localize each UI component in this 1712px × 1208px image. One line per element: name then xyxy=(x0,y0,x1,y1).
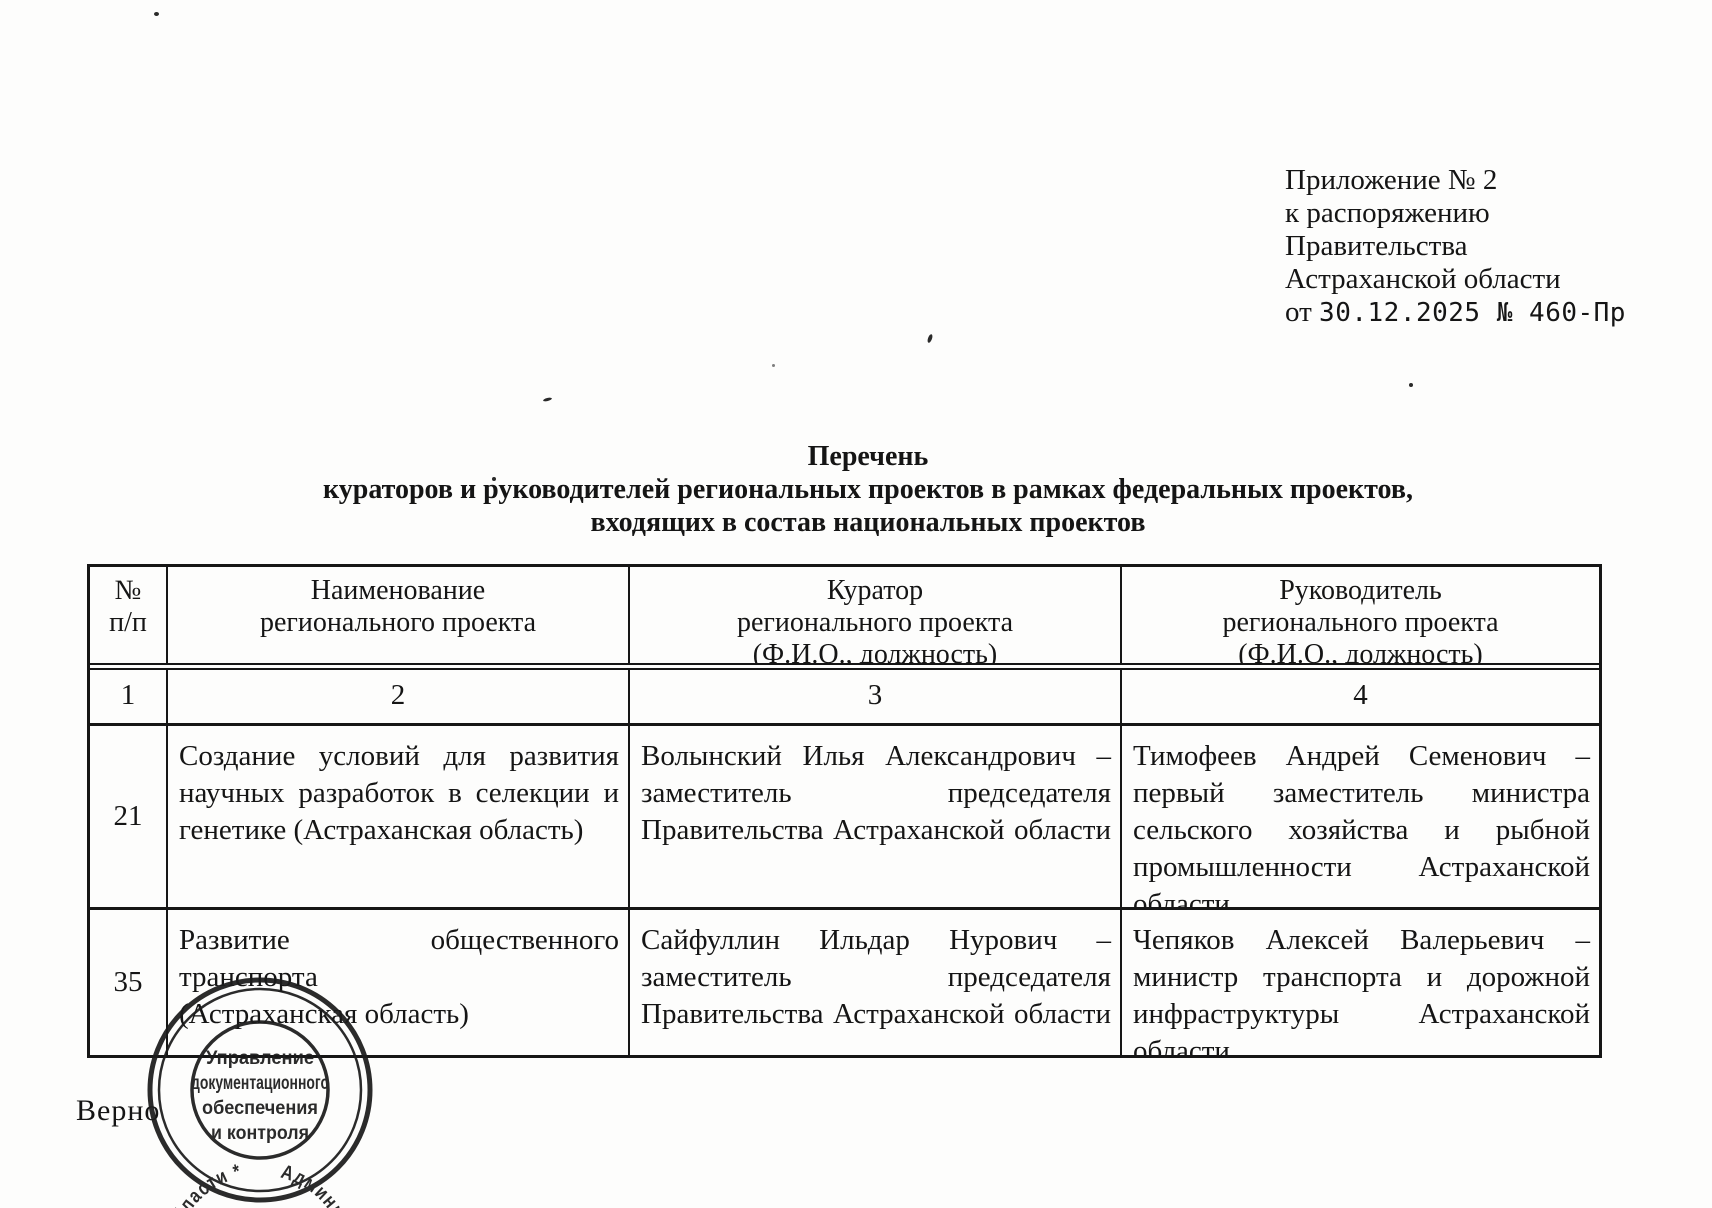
document-title: Перечень кураторов и руководителей регио… xyxy=(130,440,1606,539)
project-name-cell: Создание условий для развития научных ра… xyxy=(166,726,628,907)
official-round-stamp: Администрация Губернатора Астраханской о… xyxy=(147,977,373,1208)
appendix-line: к распоряжению xyxy=(1285,197,1490,229)
column-number: 4 xyxy=(1120,670,1599,723)
scan-speck xyxy=(772,364,775,367)
row-number-cell: 21 xyxy=(113,800,143,832)
column-number: 1 xyxy=(120,679,136,711)
table-header-row: № п/п Наименование регионального проекта… xyxy=(90,567,1599,670)
title-line-3: входящих в состав национальных проектов xyxy=(590,507,1146,538)
scan-speck xyxy=(926,333,934,344)
order-number-value: 30.12.2025 № 460-Пр xyxy=(1319,298,1626,328)
scan-speck xyxy=(154,12,159,16)
scan-speck xyxy=(1409,383,1413,387)
curator-cell: Сайфуллин Ильдар Нурович – заместитель п… xyxy=(628,910,1120,1055)
curator-cell: Волынский Илья Александрович – заместите… xyxy=(628,726,1120,907)
scan-speck xyxy=(542,396,553,403)
title-line-1: Перечень xyxy=(807,441,929,472)
stamp-center-line: документационного xyxy=(191,1073,329,1094)
row-number-cell: 35 xyxy=(113,966,143,998)
appendix-line: Правительства xyxy=(1285,230,1468,262)
title-line-2: кураторов и руководителей региональных п… xyxy=(323,474,1413,505)
order-date-line: от 30.12.2025 № 460-Пр xyxy=(1285,296,1626,330)
column-numbers-row: 1 2 3 4 xyxy=(90,670,1599,726)
header-cell-head: Руководитель регионального проекта (Ф.И.… xyxy=(1120,567,1599,663)
stamp-mid-ring xyxy=(157,987,363,1193)
stamp-center-line: Управление xyxy=(206,1048,314,1069)
scan-speck xyxy=(492,477,496,481)
appendix-line: Астраханской области xyxy=(1285,263,1561,295)
stamp-inner-ring xyxy=(190,1020,330,1160)
projects-table: № п/п Наименование регионального проекта… xyxy=(87,564,1602,1058)
column-number: 2 xyxy=(166,670,628,723)
appendix-line: Приложение № 2 xyxy=(1285,164,1498,196)
header-cell-num: № п/п xyxy=(109,575,147,638)
column-number: 3 xyxy=(628,670,1120,723)
head-cell: Чепяков Алексей Валерьевич – министр тра… xyxy=(1120,910,1599,1055)
verno-certification-text: Верно xyxy=(76,1094,161,1127)
appendix-reference-block: Приложение № 2 к распоряжению Правительс… xyxy=(1285,164,1626,330)
stamp-center-line: и контроля xyxy=(211,1123,309,1144)
header-cell-curator: Куратор регионального проекта (Ф.И.О., д… xyxy=(628,567,1120,663)
header-cell-name: Наименование регионального проекта xyxy=(166,567,628,663)
date-prefix: от xyxy=(1285,296,1312,328)
table-row: 35 Развитие общественного транспорта (Ас… xyxy=(90,910,1599,1055)
table-row: 21 Создание условий для развития научных… xyxy=(90,726,1599,910)
head-cell: Тимофеев Андрей Семенович – первый замес… xyxy=(1120,726,1599,907)
project-name-cell: Развитие общественного транспорта (Астра… xyxy=(166,910,628,1055)
stamp-center-line: обеспечения xyxy=(202,1098,318,1119)
